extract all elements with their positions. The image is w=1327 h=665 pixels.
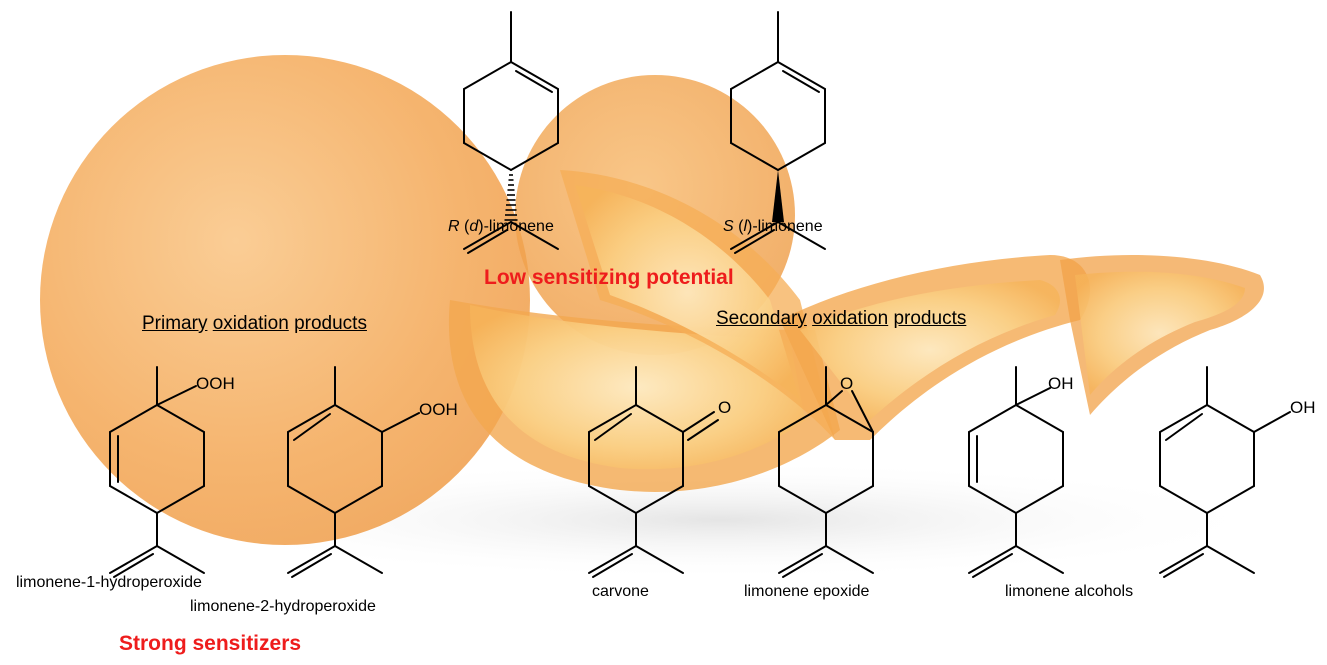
secondary-oxidation-header: Secondary oxidation products	[716, 308, 967, 329]
oh-group-2: OH	[1290, 398, 1316, 417]
hydroperoxide-2-structure	[287, 366, 420, 578]
hashed-wedge-bond	[504, 174, 518, 221]
primary-oxidation-header: Primary oxidation products	[142, 313, 367, 334]
hydroperoxide-2-label: limonene-2-hydroperoxide	[190, 598, 376, 615]
ooh-group-2: OOH	[419, 400, 458, 419]
r-limonene-structure	[463, 11, 559, 254]
alcohol-2-structure	[1159, 366, 1291, 578]
orange-wedge-1-pulp	[575, 185, 800, 400]
alcohols-label: limonene alcohols	[1005, 583, 1134, 600]
strong-sensitizers-heading: Strong sensitizers	[119, 632, 302, 655]
epoxide-oxygen: O	[840, 374, 854, 393]
r-limonene-label: R (d)-limonene	[448, 218, 554, 235]
carvone-label: carvone	[592, 583, 649, 600]
carbonyl-oxygen: O	[718, 398, 732, 417]
epoxide-label: limonene epoxide	[744, 583, 870, 600]
alcohol-1-structure	[968, 366, 1064, 578]
oranges-background	[40, 55, 1280, 580]
hydroperoxide-1-label: limonene-1-hydroperoxide	[16, 574, 202, 591]
whole-orange-left	[40, 55, 530, 545]
s-limonene-label: S (l)-limonene	[723, 218, 823, 235]
oh-group-1: OH	[1048, 374, 1074, 393]
solid-wedge-bond	[772, 170, 784, 222]
ooh-group-1: OOH	[196, 374, 235, 393]
s-limonene-structure	[730, 11, 826, 254]
low-sensitizing-heading: Low sensitizing potential	[484, 266, 734, 289]
orange-wedge-3-pulp	[1075, 271, 1245, 395]
epoxide-structure	[778, 366, 874, 578]
table-shadow	[160, 460, 1280, 580]
hydroperoxide-1-structure	[109, 366, 205, 578]
carvone-structure	[588, 366, 719, 578]
orange-wedge-2-pulp	[800, 280, 1060, 420]
